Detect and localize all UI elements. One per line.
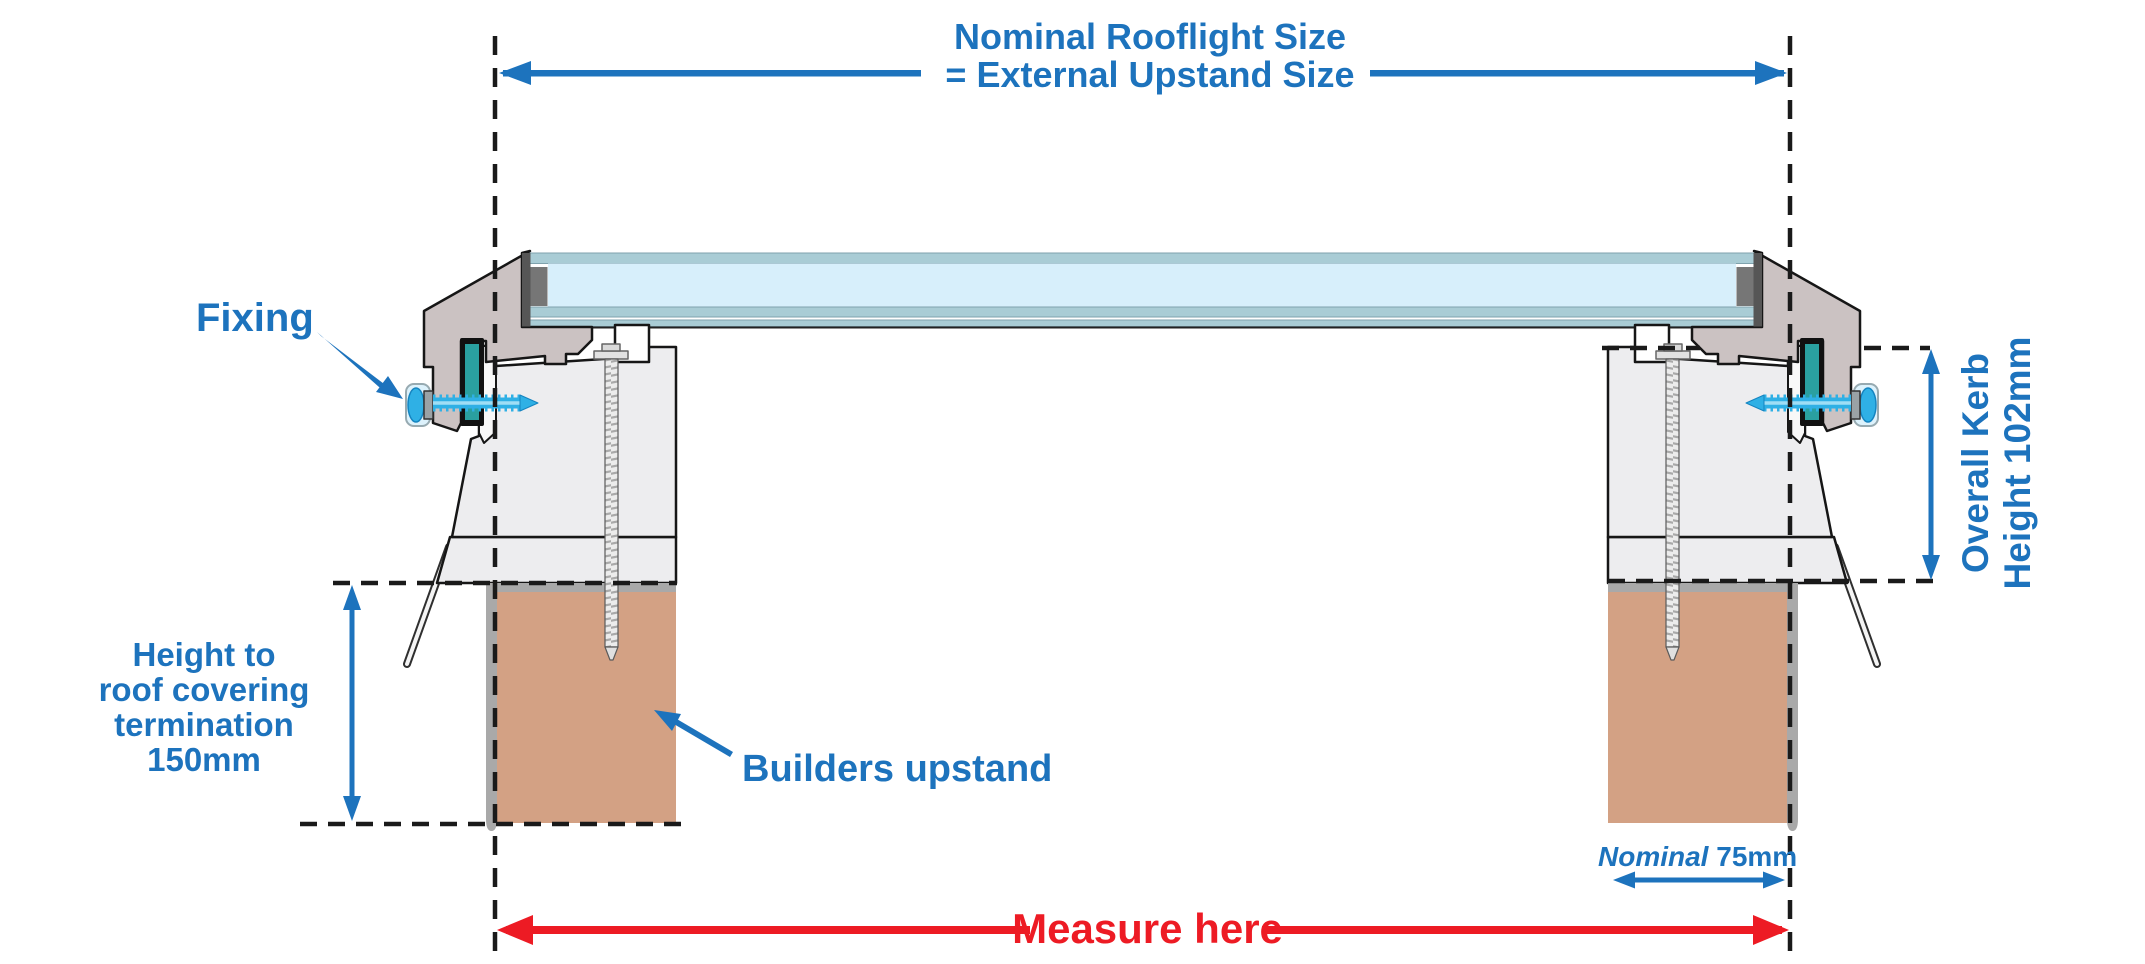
- measure-here-label: Measure here: [1012, 905, 1283, 952]
- builders-pointer-line: [667, 715, 733, 757]
- screw-washer-plate: [423, 390, 434, 420]
- kerb-label-line-1: Overall Kerb: [1955, 352, 1996, 574]
- glass-unit: [528, 252, 1756, 329]
- title-line-2: = External Upstand Size: [945, 54, 1355, 95]
- screw-head-dome: [407, 387, 425, 423]
- measure-arrowhead-left: [497, 915, 533, 945]
- kerb-assembly: [403, 249, 678, 831]
- fixing-pointer-arrowhead: [376, 376, 403, 399]
- measure-arrowhead-right: [1753, 915, 1789, 945]
- kerb-label-line-2: Height 102mm: [1997, 336, 2038, 590]
- rod-drill-tip: [604, 646, 619, 661]
- nominal-width-label: Nominal 75mm: [1598, 841, 1798, 873]
- dimension-arrows-red: [497, 915, 1789, 945]
- glass-lower-pane: [528, 319, 1756, 327]
- height-dim-arrowhead-up: [343, 585, 361, 610]
- kerb-capping: [422, 249, 594, 433]
- height-label-line-1: Height to: [132, 636, 276, 673]
- rod-head: [601, 343, 621, 352]
- fixing-pointer-line: [317, 332, 392, 395]
- height-label-line-2: roof covering: [98, 671, 310, 708]
- nominal-dim-arrowhead-left: [1613, 871, 1635, 889]
- nominal-dim-line: [1626, 877, 1772, 883]
- nominal-dim-arrowhead-right: [1763, 871, 1785, 889]
- measure-line-left: [506, 926, 1030, 934]
- dashed-guides: [300, 36, 1944, 960]
- screw-tip: [519, 394, 539, 412]
- builders-pointer-arrowhead: [654, 710, 681, 731]
- top-dim-line-left: [503, 70, 921, 77]
- glazing-retention-leg: [522, 253, 531, 327]
- height-label-line-4: 150mm: [147, 741, 261, 778]
- glass-inner-pane: [528, 306, 1756, 318]
- title-line-1: Nominal Rooflight Size: [954, 16, 1346, 57]
- dimension-arrows-blue: [317, 61, 1940, 889]
- glazing-spacer: [530, 267, 548, 306]
- top-dim-arrowhead-right: [1755, 61, 1787, 85]
- kerb-dim-arrowhead-down: [1922, 555, 1940, 580]
- nominal-word: Nominal: [1598, 841, 1709, 872]
- kerb-dim-line: [1928, 360, 1934, 568]
- fixing-label: Fixing: [196, 296, 314, 340]
- builders-upstand-label: Builders upstand: [742, 748, 1053, 790]
- glass-cavity: [548, 263, 1736, 307]
- diagram-title: Nominal Rooflight Size = External Upstan…: [745, 18, 1555, 94]
- rod-washer: [593, 350, 629, 360]
- overall-kerb-height-label: Overall Kerb Height 102mm: [1955, 298, 2039, 628]
- height-dim-arrowhead-down: [343, 796, 361, 821]
- nominal-value: 75mm: [1716, 841, 1798, 872]
- kerb-assembly-right: [1608, 251, 1878, 831]
- kerb-dim-arrowhead-up: [1922, 349, 1940, 374]
- top-dim-line-right: [1370, 70, 1784, 77]
- builders-upstand-block: [497, 592, 676, 823]
- measure-line-right: [1262, 926, 1782, 934]
- glass-top-pane: [528, 252, 1756, 264]
- roof-deck: [435, 535, 678, 585]
- vertical-fixing-rod: [604, 358, 619, 648]
- height-termination-label: Height to roof covering termination 150m…: [58, 637, 350, 777]
- top-dim-arrowhead-left: [499, 61, 531, 85]
- height-dim-line: [349, 596, 355, 808]
- height-label-line-3: termination: [114, 706, 294, 743]
